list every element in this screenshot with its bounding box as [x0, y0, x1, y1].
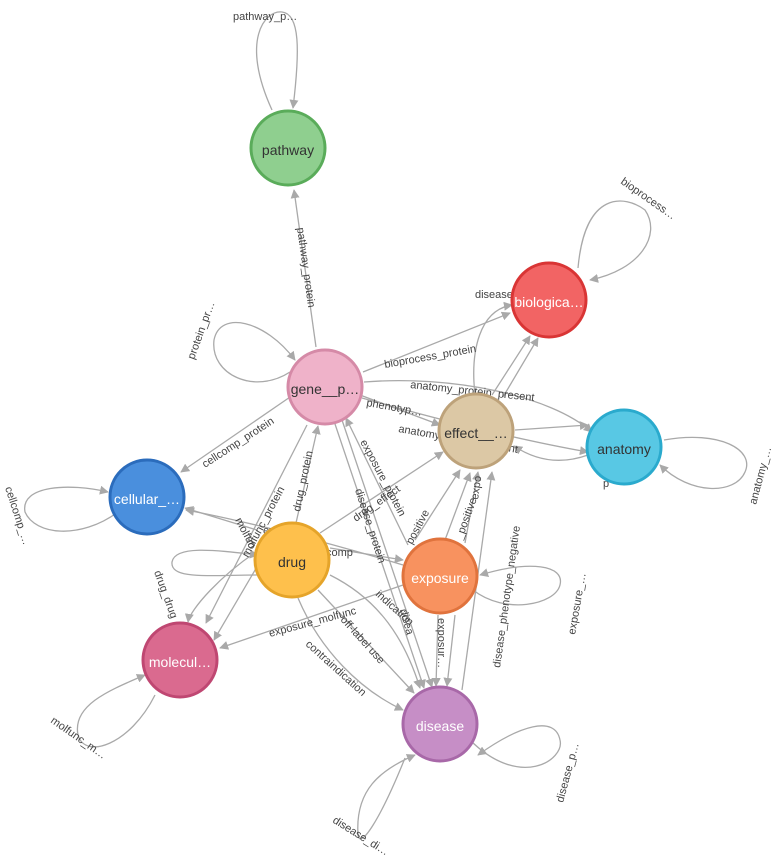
edge-drug-self[interactable]: [171, 549, 259, 577]
node-cellular-component[interactable]: cellular_…: [108, 458, 186, 536]
edge-off-label-use[interactable]: [317, 589, 415, 694]
edge-cellcomp-protein[interactable]: [180, 394, 294, 473]
edge-pathway-protein[interactable]: [290, 189, 317, 348]
node-label-exposure: exposure: [411, 570, 469, 586]
edge-molfunc-protein[interactable]: [205, 424, 308, 624]
edge-label-drug-protein: drug_protein: [291, 450, 316, 513]
edge-effect-bioprocess-b[interactable]: [502, 337, 539, 398]
edge-drug-drug[interactable]: [213, 564, 259, 641]
node-label-anatomy: anatomy: [597, 441, 651, 457]
edge-exposure-molfunc[interactable]: [219, 584, 404, 650]
node-label-biological-process: biologica…: [514, 294, 583, 310]
edge-drug-comp[interactable]: [329, 547, 404, 564]
node-label-pathway: pathway: [262, 142, 314, 158]
node-label-cellular-component: cellular_…: [114, 491, 180, 507]
edge-exposure-self[interactable]: [472, 565, 562, 606]
node-disease[interactable]: disease: [401, 685, 479, 763]
edge-molfunc-self[interactable]: [76, 674, 156, 748]
edge-effect-anatomy[interactable]: [514, 421, 589, 431]
node-biological-process[interactable]: biologica…: [510, 261, 588, 339]
node-gene-protein[interactable]: gene__p…: [286, 348, 364, 426]
edge-anatomy-effect[interactable]: [513, 445, 589, 461]
edge-phenotype-protein[interactable]: [359, 394, 441, 427]
node-effect-phenotype[interactable]: effect__…: [437, 392, 515, 470]
node-molecular-function[interactable]: molecul…: [141, 621, 219, 699]
edge-pathway-self[interactable]: [255, 11, 299, 111]
edge-label-exposure-self: exposure_…: [566, 572, 589, 636]
edge-label-absent-tail: p: [603, 478, 609, 490]
edge-label-contraindication: contraindication: [303, 638, 368, 698]
node-anatomy[interactable]: anatomy: [585, 408, 663, 486]
node-drug[interactable]: drug: [253, 521, 331, 599]
edge-exposure-effect-positive[interactable]: [444, 472, 472, 541]
edge-label-protein-self: protein_pr…: [186, 300, 218, 361]
edge-disease-protein-b[interactable]: [341, 419, 434, 688]
edge-effect-bioprocess[interactable]: [491, 335, 531, 396]
node-exposure[interactable]: exposure: [401, 537, 479, 615]
node-label-molecular-function: molecul…: [149, 654, 211, 670]
edge-label-cellcomp-protein: cellcomp_protein: [200, 415, 276, 470]
node-label-effect-phenotype: effect__…: [444, 425, 508, 441]
edge-label-off-label-use: off-label use: [338, 614, 387, 666]
edge-drug-molfunc[interactable]: [184, 547, 263, 623]
edge-label-phenotype-protein: phenotyp…: [365, 397, 422, 419]
edge-label-disease-phenotype-negative: disease_phenotype_negative: [491, 525, 523, 668]
edge-disease-disease-self[interactable]: [357, 754, 416, 840]
edge-exposure-protein[interactable]: [345, 417, 409, 546]
edge-label-bioprocess-protein: bioprocess_protein: [383, 343, 477, 371]
edge-protein-self[interactable]: [213, 321, 296, 383]
edge-anatomy-self[interactable]: [659, 436, 748, 490]
edge-label-disease-bioprocess: disease: [475, 289, 513, 301]
edge-disease-exposure[interactable]: [443, 614, 456, 687]
node-label-disease: disease: [416, 718, 464, 734]
edge-label-drug-drug: drug_drug: [151, 569, 179, 620]
edge-label-disease-small: disea: [397, 608, 416, 637]
edge-drug-protein[interactable]: [295, 425, 321, 524]
edge-contraindication[interactable]: [297, 597, 404, 711]
edge-label-disease-disease-self: disease_di…: [330, 814, 390, 858]
edge-drug-effect[interactable]: [319, 451, 444, 534]
edge-label-pathway-self: pathway_p…: [233, 11, 297, 23]
edge-positive[interactable]: [414, 469, 461, 541]
edge-exposure-disease[interactable]: [431, 614, 441, 687]
edge-label-drug-comp: comp: [326, 547, 353, 559]
edge-cellcomp-self[interactable]: [24, 485, 119, 532]
edge-expo-effect[interactable]: [464, 471, 481, 544]
edge-label-exposure-effect-positive: _positive: [453, 496, 479, 542]
edge-disease-phenotype-self[interactable]: [469, 725, 561, 768]
edge-label-expo-effect: expo: [469, 475, 484, 500]
edge-indication[interactable]: [329, 574, 422, 689]
edge-disease-bioprocess[interactable]: [473, 301, 513, 396]
edge-label-exposure-disease: exposur…: [435, 618, 447, 668]
nodes-layer: pathway biologica… gene__p… effect__… an…: [108, 109, 663, 763]
node-label-drug: drug: [278, 554, 306, 570]
edge-label-pathway-protein: pathway_protein: [294, 227, 317, 309]
node-pathway[interactable]: pathway: [249, 109, 327, 187]
edge-bioprocess-self[interactable]: [577, 200, 652, 283]
edge-label-anatomy-self: anatomy_…: [747, 445, 773, 505]
node-label-gene-protein: gene__p…: [291, 381, 360, 397]
